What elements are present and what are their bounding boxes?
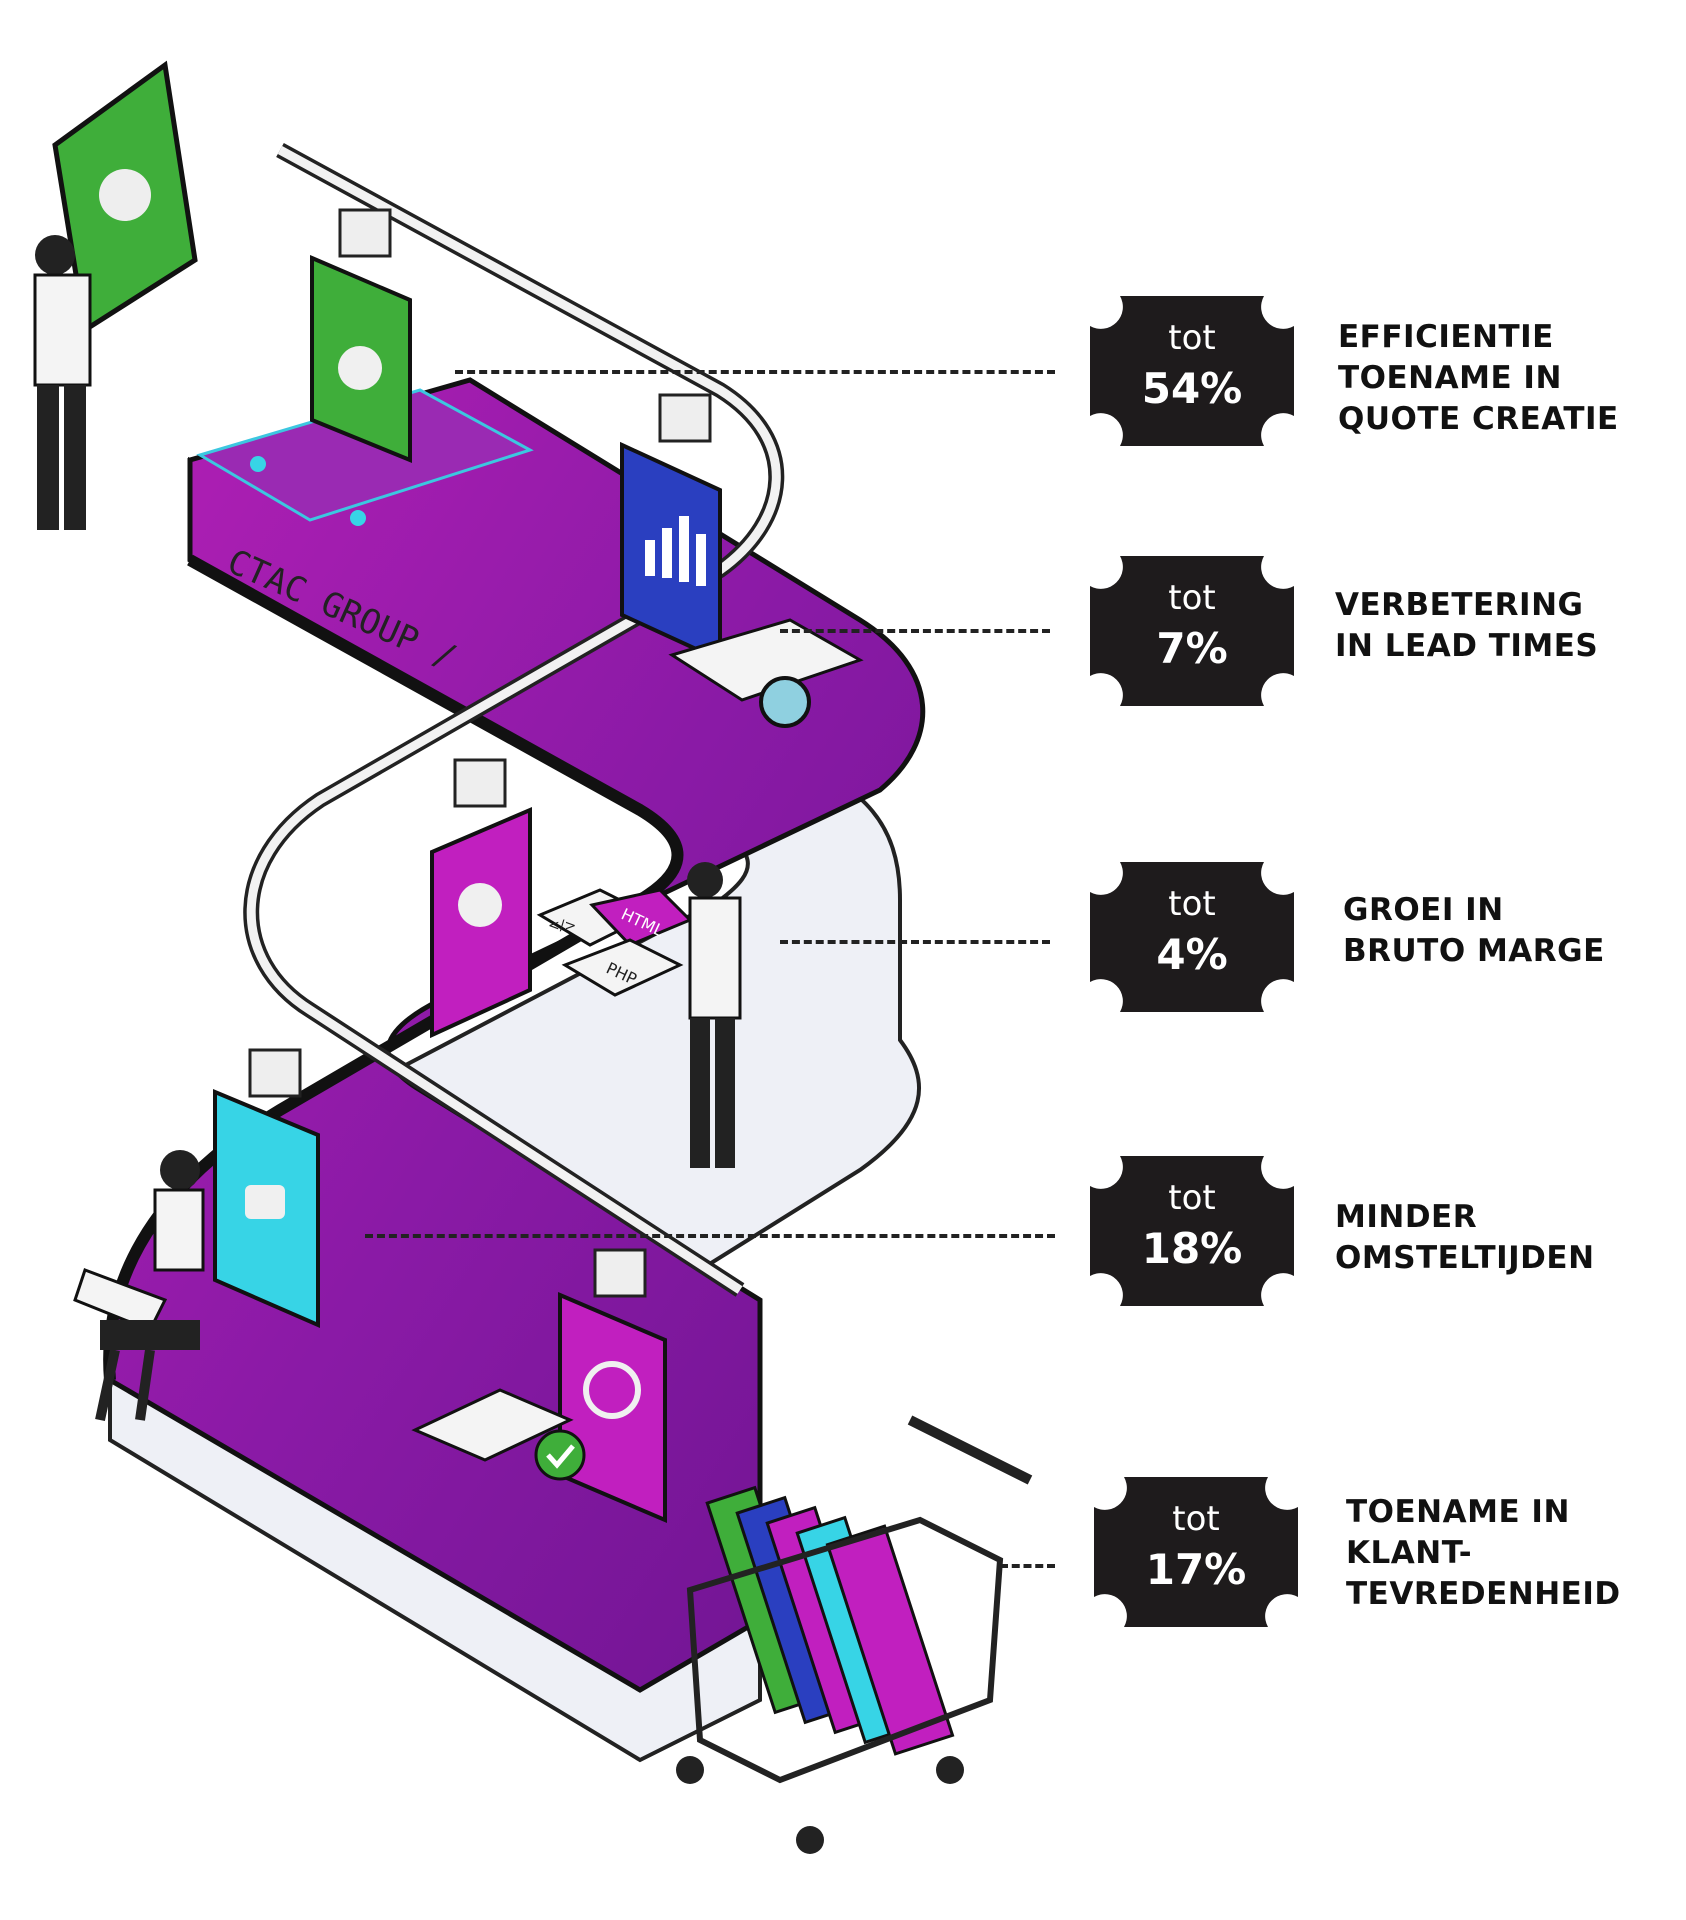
profile-tile: [411, 1388, 586, 1481]
leader-line: [780, 940, 1050, 944]
person-placing-tile: [687, 862, 742, 1168]
stat-badge: tot 7%: [1090, 556, 1294, 706]
card-chart: [620, 441, 722, 664]
leader-line: [455, 370, 1055, 374]
stat-prefix: tot: [1168, 1178, 1216, 1218]
lightbulb-icon: [99, 169, 151, 221]
robot-arm: [248, 208, 712, 1298]
stat-badge: tot 54%: [1090, 296, 1294, 446]
card-lock: [213, 1088, 320, 1329]
code-tiles: HTML PHP </>: [536, 888, 693, 997]
stat-value: 7%: [1156, 624, 1228, 673]
platform-light: [350, 510, 366, 526]
stat-badge: tot 18%: [1090, 1156, 1294, 1306]
stat-label: VERBETERING IN LEAD TIMES: [1335, 587, 1599, 664]
stat-label: TOENAME IN KLANT- TEVREDENHEID: [1346, 1494, 1621, 1612]
stat-value: 17%: [1145, 1545, 1247, 1594]
person-with-laptop: [73, 1150, 205, 1422]
person-holding-card: [33, 60, 198, 530]
stat-label: EFFICIENTIE TOENAME IN QUOTE CREATIE: [1338, 319, 1619, 437]
platform-light: [250, 456, 266, 472]
stat-badge: tot 4%: [1090, 862, 1294, 1012]
stat-label: GROEI IN BRUTO MARGE: [1343, 892, 1605, 969]
gear-icon: [458, 883, 502, 927]
stat-label: MINDER OMSTELTIJDEN: [1335, 1199, 1595, 1276]
card-lightbulb: [310, 254, 412, 463]
magnifier-icon: [668, 618, 864, 728]
stat-prefix: tot: [1172, 1499, 1220, 1539]
lock-icon: [245, 1185, 285, 1219]
stat-value: 4%: [1156, 930, 1228, 979]
code-tag-icon: </>: [548, 918, 576, 934]
card-gear: [430, 806, 532, 1039]
checkmark-icon: [534, 1429, 586, 1481]
stat-prefix: tot: [1168, 884, 1216, 924]
stat-prefix: tot: [1168, 318, 1216, 358]
stat-value: 54%: [1141, 364, 1243, 413]
lightbulb-icon: [338, 346, 382, 390]
stat-value: 18%: [1141, 1224, 1243, 1273]
shopping-cart-icon: [676, 1415, 1033, 1854]
leader-line: [1000, 1564, 1055, 1568]
profile-icon: [583, 1361, 641, 1419]
bar-chart-icon: [645, 516, 706, 586]
stat-badge: tot 17%: [1094, 1477, 1298, 1627]
leader-line: [780, 629, 1050, 633]
overhead-rail: [243, 142, 785, 1297]
stat-prefix: tot: [1168, 578, 1216, 618]
leader-line: [365, 1234, 1055, 1238]
